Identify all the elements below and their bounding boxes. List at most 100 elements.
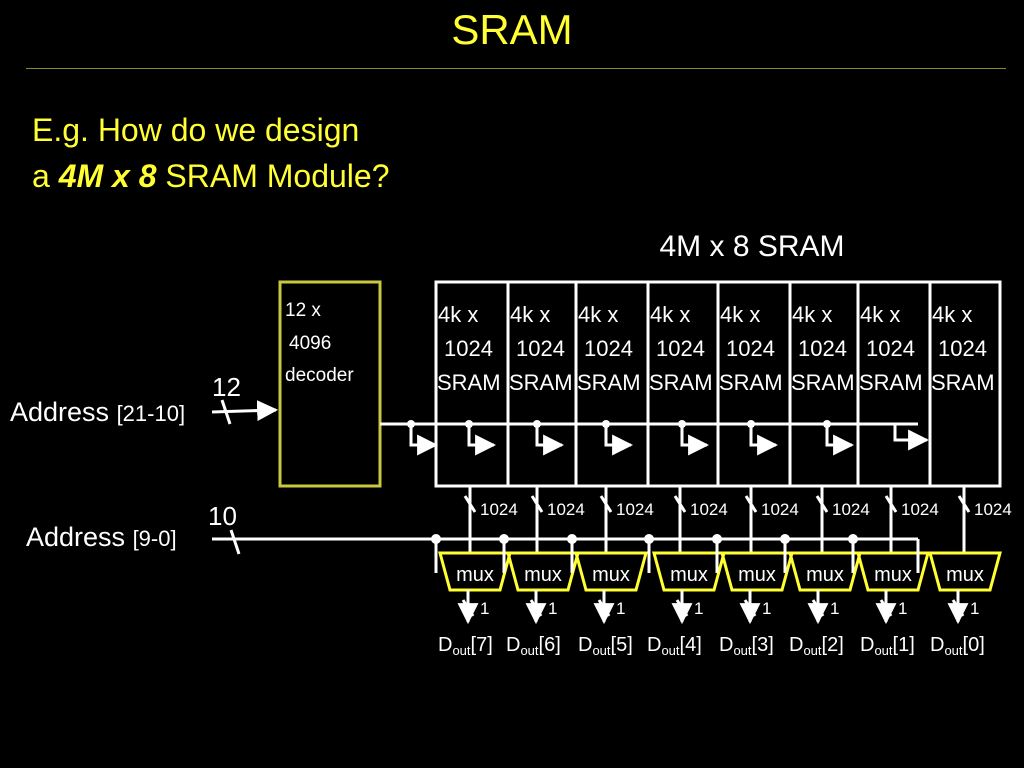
- output-prefix: D: [719, 634, 733, 656]
- chip-bus-width: 1024: [690, 500, 728, 519]
- address-high-slash: [220, 399, 232, 425]
- select-lines: [407, 420, 930, 456]
- mux-output-width: 1: [480, 599, 489, 618]
- chip-label-line1: 4k x: [792, 302, 832, 327]
- chip-label-line2: 1024: [516, 336, 565, 361]
- output-label: Dout[3]: [719, 634, 774, 658]
- question-prefix: a: [32, 158, 59, 194]
- chip-bus-width: 1024: [480, 500, 518, 519]
- chip-select-arrow: [825, 424, 855, 456]
- chip-label-line3: SRAM: [719, 370, 783, 395]
- chip-bus-slash: [884, 495, 898, 513]
- output-prefix: D: [930, 634, 944, 656]
- chip-label-line2: 1024: [938, 336, 987, 361]
- mux-output-width: 1: [694, 599, 703, 618]
- output-index: [6]: [539, 634, 561, 656]
- mux-block: [506, 551, 580, 592]
- output-index: [1]: [893, 634, 915, 656]
- output-index: [0]: [963, 634, 985, 656]
- question-emphasis: 4M x 8: [58, 158, 157, 194]
- chip-bus-width: 1024: [547, 500, 585, 519]
- mux-label: mux: [874, 564, 912, 586]
- address-low-text: Address: [26, 522, 133, 552]
- mux-output-slash: [879, 599, 893, 617]
- chip-label-line1: 4k x: [578, 302, 618, 327]
- mux-label: mux: [670, 564, 708, 586]
- chip-select-arrow: [467, 424, 497, 456]
- mux-block: [856, 551, 930, 592]
- output-index: [5]: [611, 634, 633, 656]
- output-label: Dout[7]: [438, 634, 493, 658]
- module-label: 4M x 8 SRAM: [659, 230, 844, 263]
- mux-label: mux: [592, 564, 630, 586]
- output-label: Dout[5]: [578, 634, 633, 658]
- output-prefix: D: [789, 634, 803, 656]
- mux-label: mux: [946, 564, 984, 586]
- output-label: Dout[6]: [506, 634, 561, 658]
- question-line-1: E.g. How do we design: [32, 112, 360, 148]
- output-subscript: out: [661, 643, 679, 658]
- chip-select-arrow: [680, 424, 710, 456]
- chip-label-line2: 1024: [656, 336, 705, 361]
- chip-label-line3: SRAM: [931, 370, 995, 395]
- mux-label: mux: [806, 564, 844, 586]
- decoder-block: [278, 280, 382, 488]
- chip-bus-width: 1024: [832, 500, 870, 519]
- output-labels: Dout[7]Dout[6]Dout[5]Dout[4]Dout[3]Dout[…: [438, 634, 985, 658]
- output-label: Dout[0]: [930, 634, 985, 658]
- address-high-width: 12: [212, 372, 241, 402]
- chip-bus-slash: [673, 495, 687, 513]
- chip-label-line3: SRAM: [649, 370, 713, 395]
- mux-output-slash: [597, 599, 611, 617]
- chip-label-line1: 4k x: [932, 302, 972, 327]
- output-index: [4]: [680, 634, 702, 656]
- chip-bus-slash: [599, 495, 613, 513]
- chip-bus-width: 1024: [974, 500, 1012, 519]
- chip-label-line2: 1024: [798, 336, 847, 361]
- chip-select-arrow: [535, 424, 565, 456]
- output-subscript: out: [733, 643, 751, 658]
- output-prefix: D: [578, 634, 592, 656]
- chip-select-arrow: [409, 424, 439, 456]
- mux-label: mux: [524, 564, 562, 586]
- output-index: [2]: [822, 634, 844, 656]
- chip-label-line3: SRAM: [859, 370, 923, 395]
- chip-bus-slash: [744, 495, 758, 513]
- output-index: [7]: [471, 634, 493, 656]
- mux-label: mux: [456, 564, 494, 586]
- mux-label: mux: [738, 564, 776, 586]
- chip-label-line3: SRAM: [437, 370, 501, 395]
- mux-output-width: 1: [970, 599, 979, 618]
- mux-output-width: 1: [830, 599, 839, 618]
- chip-label-line2: 1024: [444, 336, 493, 361]
- mux-block: [720, 551, 794, 592]
- output-label: Dout[1]: [860, 634, 915, 658]
- output-prefix: D: [438, 634, 452, 656]
- output-subscript: out: [944, 643, 962, 658]
- chip-bus-slash: [957, 495, 971, 513]
- chip-label-line1: 4k x: [438, 302, 478, 327]
- chip-label-line1: 4k x: [720, 302, 760, 327]
- chip-label-line3: SRAM: [509, 370, 573, 395]
- chip-label-line1: 4k x: [650, 302, 690, 327]
- output-subscript: out: [874, 643, 892, 658]
- chip-label-line2: 1024: [866, 336, 915, 361]
- address-high-wire: [211, 400, 279, 422]
- output-subscript: out: [452, 643, 470, 658]
- chip-label-line1: 4k x: [860, 302, 900, 327]
- mux-output-width: 1: [548, 599, 557, 618]
- decoder-label-3: decoder: [285, 365, 354, 386]
- mux-output-slash: [743, 599, 757, 617]
- slide-title: SRAM: [451, 6, 573, 53]
- chip-label-line3: SRAM: [791, 370, 855, 395]
- mux-output-slash: [811, 599, 825, 617]
- mux-output-slash: [461, 599, 475, 617]
- mux-output-slash: [951, 599, 965, 617]
- address-low-label: Address [9-0]: [26, 522, 177, 552]
- mux-block: [652, 551, 726, 592]
- output-subscript: out: [803, 643, 821, 658]
- chip-select-arrow: [893, 424, 930, 451]
